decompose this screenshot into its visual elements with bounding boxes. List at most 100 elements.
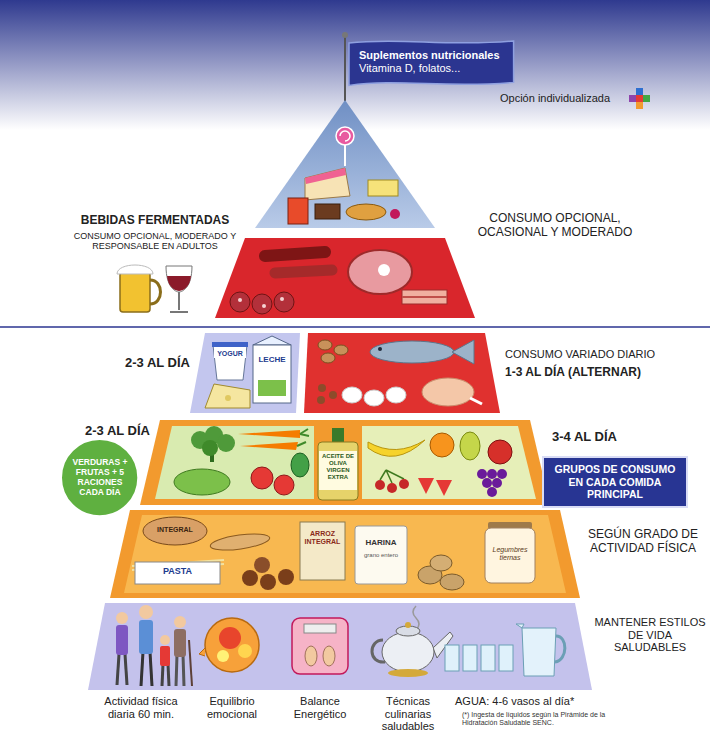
people-figures bbox=[116, 605, 192, 686]
people-figures bbox=[160, 646, 170, 666]
water-glasses bbox=[499, 645, 513, 671]
head-emotional bbox=[217, 650, 229, 662]
teapot bbox=[388, 669, 428, 677]
divider-line bbox=[0, 326, 710, 328]
people-figures bbox=[116, 612, 128, 624]
people-figures bbox=[174, 616, 186, 628]
vegetables-panel bbox=[155, 426, 314, 499]
meats-illustration bbox=[402, 296, 447, 298]
cereals-illustration bbox=[242, 570, 258, 586]
product-label: YOGUR bbox=[214, 350, 246, 358]
beer-mug bbox=[117, 265, 161, 312]
dairy-illustration bbox=[205, 336, 291, 408]
dairy-illustration bbox=[258, 380, 286, 396]
vegetables-illustration bbox=[297, 429, 309, 446]
cereals-illustration bbox=[209, 531, 270, 553]
people-figures bbox=[141, 652, 143, 686]
proteins-illustration bbox=[470, 398, 482, 404]
sweets-illustration bbox=[288, 127, 400, 224]
sweets-illustration bbox=[305, 168, 350, 200]
sweets-illustration bbox=[305, 168, 346, 184]
meats-illustration bbox=[262, 304, 266, 308]
vegetables-illustration bbox=[291, 453, 309, 477]
tier-meats bbox=[215, 238, 475, 318]
fruit-illustration bbox=[399, 479, 409, 489]
dairy-illustration bbox=[205, 384, 250, 408]
node-heading: Suplementos nutricionales bbox=[359, 49, 500, 62]
teapot bbox=[382, 632, 434, 672]
meats-illustration bbox=[230, 292, 250, 312]
cereals-illustration bbox=[485, 528, 535, 583]
frequency-label: 2-3 AL DÍA bbox=[95, 356, 190, 371]
people-figures bbox=[139, 620, 153, 654]
teapot bbox=[405, 622, 411, 628]
cereals-illustration bbox=[440, 574, 464, 590]
fruit-illustration bbox=[488, 440, 512, 464]
frequency-label: 2-3 AL DÍA bbox=[55, 424, 150, 439]
water-glasses bbox=[463, 645, 477, 671]
cereals-illustration bbox=[143, 517, 207, 545]
fruit-illustration bbox=[387, 483, 397, 493]
olive-oil-bottle bbox=[332, 428, 344, 442]
olive-oil-bottle bbox=[318, 442, 358, 500]
sweets-illustration bbox=[390, 209, 400, 219]
sweets-illustration bbox=[368, 180, 398, 196]
people-figures bbox=[183, 655, 184, 686]
vegetables-illustration bbox=[251, 467, 273, 489]
fruit-illustration bbox=[482, 478, 492, 488]
vegetables-illustration bbox=[217, 434, 235, 452]
tier-cereals bbox=[110, 510, 580, 598]
product-label: HARINA bbox=[356, 538, 406, 547]
beer-mug bbox=[120, 272, 150, 312]
fruit-illustration bbox=[375, 480, 385, 490]
product-label: grano entero bbox=[356, 552, 406, 559]
proteins-illustration bbox=[370, 341, 454, 363]
meats-illustration bbox=[402, 290, 447, 304]
tier-proteins bbox=[304, 333, 500, 413]
head-emotional bbox=[219, 627, 241, 649]
group-note: CONSUMO OPCIONAL, MODERADO Y RESPONSABLE… bbox=[55, 231, 255, 252]
people-figures bbox=[125, 654, 127, 685]
flag-shape bbox=[349, 41, 514, 85]
sweets-illustration bbox=[336, 127, 354, 145]
cereals-illustration bbox=[355, 526, 407, 584]
cereals-illustration bbox=[132, 517, 535, 590]
wine-glass bbox=[166, 266, 192, 312]
fruit-illustration bbox=[487, 487, 497, 497]
scale-balance bbox=[292, 618, 348, 674]
vegetables-illustration bbox=[202, 440, 218, 456]
consumption-note: SEGÚN GRADO DE ACTIVIDAD FÍSICA bbox=[588, 528, 698, 556]
meats-illustration bbox=[230, 250, 447, 314]
people-figures bbox=[116, 625, 128, 655]
people-figures bbox=[162, 664, 163, 686]
proteins-illustration bbox=[342, 387, 362, 403]
consumption-note: CONSUMO OPCIONAL, OCASIONAL Y MODERADO bbox=[470, 212, 640, 240]
sweets-illustration bbox=[288, 198, 308, 224]
scale-balance bbox=[305, 646, 317, 666]
water-jug bbox=[516, 624, 524, 628]
meats-illustration bbox=[378, 264, 390, 276]
node-body: Vitamina D, folatos... bbox=[359, 62, 500, 75]
proteins-illustration bbox=[386, 387, 406, 403]
sweets-illustration bbox=[340, 131, 350, 141]
scale-balance bbox=[292, 618, 348, 674]
fruit-panel bbox=[362, 426, 536, 499]
people-figures bbox=[168, 664, 169, 686]
product-label: INTEGRAL bbox=[150, 526, 200, 534]
flag-pole bbox=[344, 36, 346, 101]
water-jug bbox=[516, 624, 565, 676]
proteins-illustration bbox=[334, 345, 348, 355]
vegetables-illustration bbox=[238, 430, 300, 438]
sky-gradient bbox=[0, 0, 710, 130]
fruit-illustration bbox=[430, 433, 454, 457]
proteins-illustration bbox=[317, 340, 482, 406]
olive-oil-bottle bbox=[319, 451, 357, 490]
node-heading: VERDURAS + FRUTAS + 5 RACIONES CADA DÍA bbox=[69, 458, 131, 497]
lifestyle-note: MANTENER ESTILOS DE VIDA SALUDABLES bbox=[594, 616, 706, 654]
dairy-illustration bbox=[213, 345, 247, 380]
proteins-illustration bbox=[329, 391, 337, 399]
wine-glass bbox=[166, 266, 192, 292]
flag-pole bbox=[342, 32, 348, 101]
meats-illustration bbox=[274, 292, 294, 312]
